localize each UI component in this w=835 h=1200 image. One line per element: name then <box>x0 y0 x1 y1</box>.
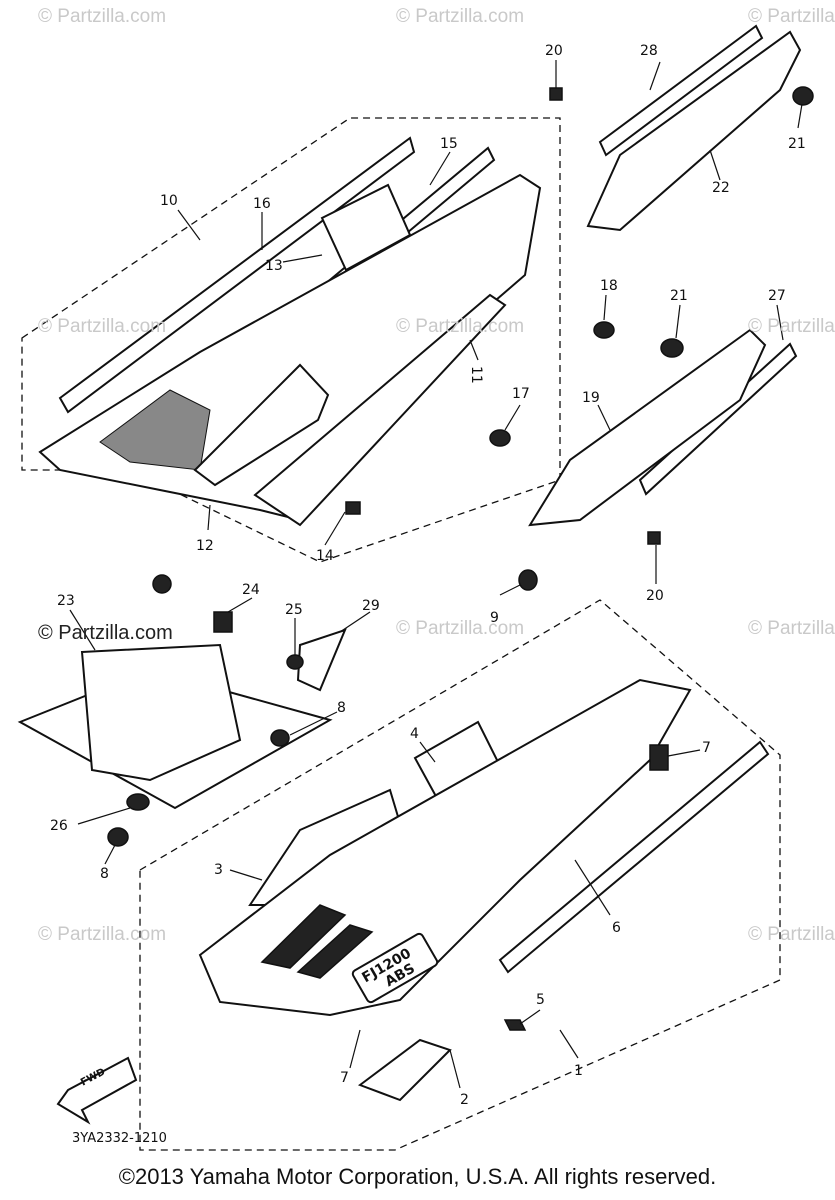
callout-24: 24 <box>242 582 260 598</box>
trim-2 <box>357 1038 452 1102</box>
battery-box-23 <box>80 643 242 782</box>
grommet-26 <box>126 793 150 811</box>
callout-16: 16 <box>253 196 271 212</box>
callout-4: 4 <box>410 726 419 742</box>
callout-3: 3 <box>214 862 223 878</box>
assembly-10-outline <box>21 117 561 563</box>
assembly-1-outline <box>139 599 781 1151</box>
bracket-24 <box>213 611 233 633</box>
callout-2: 2 <box>460 1092 469 1108</box>
callout-21-top: 21 <box>788 136 806 152</box>
callouts: 10 16 13 15 11 12 14 17 18 19 20 28 22 2… <box>50 43 806 1108</box>
callout-9: 9 <box>490 610 499 626</box>
callout-10: 10 <box>160 193 178 209</box>
callout-15: 15 <box>440 136 458 152</box>
callout-12: 12 <box>196 538 214 554</box>
watermark: © Partzilla.com <box>748 618 835 639</box>
clip-5 <box>503 1019 527 1031</box>
grommet-18 <box>593 321 615 339</box>
grommet-8-lower <box>107 827 129 847</box>
grommet-21-top <box>792 86 814 106</box>
copyright-notice: ©2013 Yamaha Motor Corporation, U.S.A. A… <box>118 1164 717 1189</box>
cover-vent-lower <box>296 924 374 979</box>
grommet-17 <box>489 429 511 447</box>
callout-22: 22 <box>712 180 730 196</box>
grommet-9 <box>518 569 538 591</box>
bolt-20-top <box>549 87 563 101</box>
callout-20-mid: 20 <box>646 588 664 604</box>
leader-lines <box>69 60 803 1089</box>
watermark: © Partzilla.com <box>38 316 167 337</box>
panel-12 <box>193 363 330 487</box>
cover-mesh-grille <box>99 389 211 471</box>
callout-5: 5 <box>536 992 545 1008</box>
callout-8-upper: 8 <box>337 700 346 716</box>
callout-1: 1 <box>574 1063 583 1079</box>
screw-25 <box>286 654 304 670</box>
watermark: © Partzilla.com <box>748 316 835 337</box>
fwd-arrow <box>56 1056 138 1125</box>
clip-14 <box>345 501 361 515</box>
diagram-reference: 3YA2332-1210 <box>72 1131 167 1146</box>
callout-11: 11 <box>468 366 484 384</box>
watermark: © Partzilla.com <box>38 622 173 644</box>
callout-19: 19 <box>582 390 600 406</box>
callout-25: 25 <box>285 602 303 618</box>
callout-20-top: 20 <box>545 43 563 59</box>
callout-28: 28 <box>640 43 658 59</box>
watermark: © Partzilla.com <box>396 618 525 639</box>
grommet-8-upper <box>270 729 290 747</box>
strip-28 <box>598 24 764 157</box>
watermark: © Partzilla.com <box>396 6 525 27</box>
callout-7-lower: 7 <box>340 1070 349 1086</box>
strip-6 <box>498 740 770 974</box>
watermark: © Partzilla.com <box>38 6 167 27</box>
callout-6: 6 <box>612 920 621 936</box>
watermark: © Partzilla.com <box>748 6 835 27</box>
callout-21-mid: 21 <box>670 288 688 304</box>
cover-vent-upper <box>260 904 347 969</box>
callout-18: 18 <box>600 278 618 294</box>
callout-23: 23 <box>57 593 75 609</box>
callout-8-lower: 8 <box>100 866 109 882</box>
clip-7-right <box>649 744 669 771</box>
watermark: © Partzilla.com <box>38 924 167 945</box>
callout-29: 29 <box>362 598 380 614</box>
callout-27: 27 <box>768 288 786 304</box>
strip-16 <box>58 136 416 414</box>
panel-11 <box>253 293 507 527</box>
side-cover-22 <box>586 30 802 232</box>
callout-26: 26 <box>50 818 68 834</box>
bolt-20-mid <box>647 531 661 545</box>
grommet-upper-left <box>152 574 172 594</box>
watermark: © Partzilla.com <box>748 924 835 945</box>
cap-29 <box>296 628 347 692</box>
watermark: © Partzilla.com <box>396 316 525 337</box>
side-cover-19 <box>528 328 767 527</box>
callout-7-right: 7 <box>702 740 711 756</box>
callout-14: 14 <box>316 548 334 564</box>
callout-17: 17 <box>512 386 530 402</box>
callout-13: 13 <box>265 258 283 274</box>
grommet-21-mid <box>660 338 684 358</box>
